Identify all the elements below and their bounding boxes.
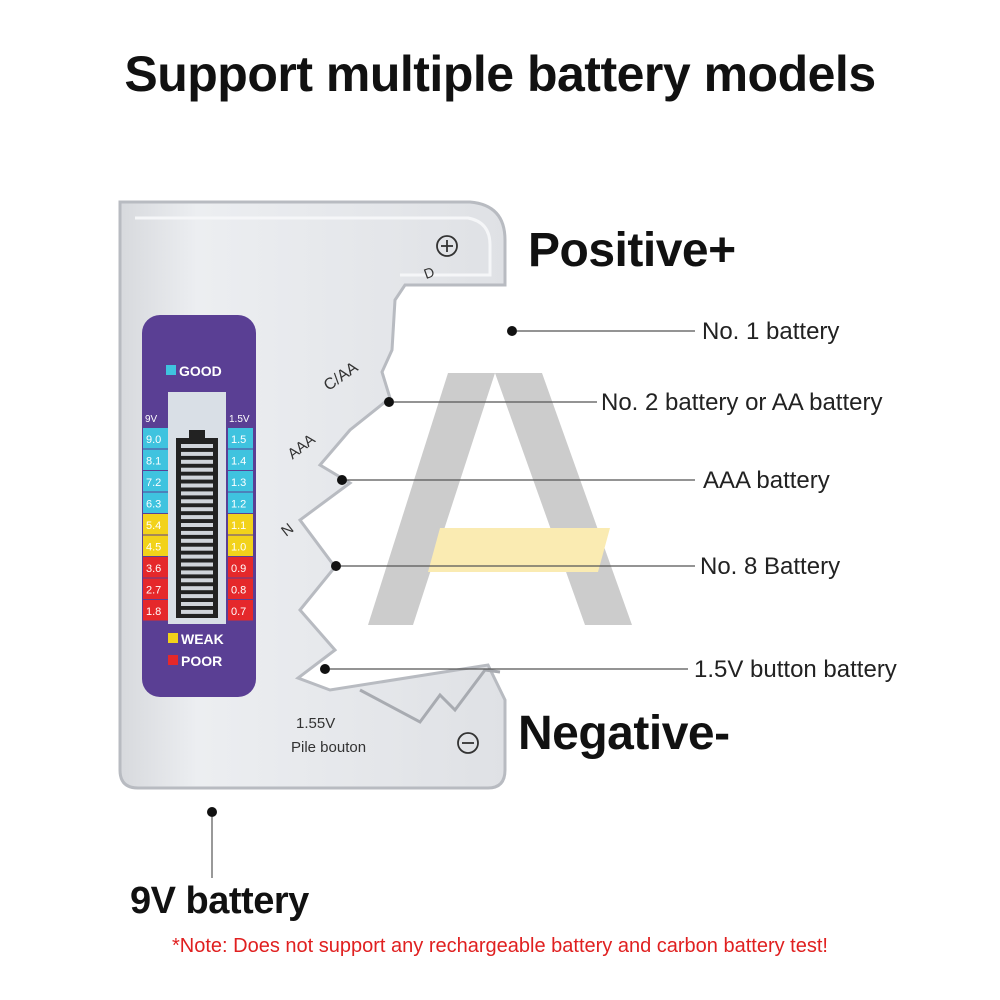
scale-value: 1.0 bbox=[231, 542, 246, 554]
callout-button-text: 1.5V button battery bbox=[694, 656, 897, 683]
scale-value: 2.7 bbox=[146, 585, 161, 597]
weak-label: WEAK bbox=[181, 631, 224, 647]
meter-bar-segment bbox=[181, 444, 213, 448]
scale-cell bbox=[143, 557, 168, 578]
meter-bar-segment bbox=[181, 570, 213, 575]
meter-bar-segment bbox=[181, 451, 213, 456]
scale-value: 1.8 bbox=[146, 606, 161, 618]
weak-swatch bbox=[168, 633, 178, 643]
scale-cell bbox=[228, 471, 253, 492]
meter-bar-segment bbox=[181, 578, 213, 583]
scale-value: 1.3 bbox=[231, 477, 246, 489]
scale-value: 3.6 bbox=[146, 563, 161, 575]
scale-cell bbox=[143, 535, 168, 556]
meter-bar-segment bbox=[181, 467, 213, 472]
poor-label: POOR bbox=[181, 653, 222, 669]
scale-value: 7.2 bbox=[146, 477, 161, 489]
button-label: Pile bouton bbox=[291, 739, 366, 756]
poor-swatch bbox=[168, 655, 178, 665]
scale-1-5v-header: 1.5V bbox=[229, 414, 250, 425]
meter-bar-segment bbox=[181, 546, 213, 551]
meter-bar-segment bbox=[181, 586, 213, 591]
callout-no8 bbox=[331, 561, 695, 571]
callout-no2 bbox=[384, 397, 597, 407]
meter-bar-segment bbox=[181, 507, 213, 512]
scale-value: 9.0 bbox=[146, 434, 161, 446]
meter-bar-segment bbox=[181, 523, 213, 527]
scale-9v-header: 9V bbox=[145, 414, 158, 425]
meter-bar-segment bbox=[181, 602, 213, 606]
scale-cell bbox=[228, 514, 253, 535]
meter-bar-segment bbox=[181, 562, 213, 567]
meter-bar-segment bbox=[181, 530, 213, 535]
scale-value: 1.1 bbox=[231, 520, 246, 532]
callout-no1-text: No. 1 battery bbox=[702, 318, 840, 345]
scale-value: 4.5 bbox=[146, 542, 161, 554]
scale-value: 0.7 bbox=[231, 606, 246, 618]
meter-bar-segment bbox=[181, 538, 213, 543]
minus-circle-icon bbox=[457, 732, 479, 754]
scale-cell bbox=[143, 492, 168, 513]
callout-no1 bbox=[507, 326, 695, 336]
scale-cell bbox=[143, 428, 168, 449]
callout-no2-text: No. 2 battery or AA battery bbox=[601, 389, 883, 416]
scale-value: 5.4 bbox=[146, 520, 161, 532]
scale-value: 1.5 bbox=[231, 434, 246, 446]
scale-cell bbox=[143, 449, 168, 470]
scale-value: 1.4 bbox=[231, 456, 246, 468]
page-title: Support multiple battery models bbox=[124, 46, 876, 102]
callout-aaa bbox=[337, 475, 695, 485]
callout-aaa-text: AAA battery bbox=[703, 467, 830, 494]
scale-value: 8.1 bbox=[146, 456, 161, 468]
meter-bar-segment bbox=[181, 499, 213, 504]
callout-no8-text: No. 8 Battery bbox=[700, 553, 841, 580]
scale-value: 1.2 bbox=[231, 499, 246, 511]
scale-9v: 9.0 8.1 7.2 6.3 5.4 4.5 3.6 2.7 1.8 bbox=[143, 428, 168, 621]
meter-bar-segment bbox=[181, 483, 213, 488]
scale-cell bbox=[143, 578, 168, 599]
scale-cell bbox=[228, 557, 253, 578]
negative-label: Negative- bbox=[518, 707, 730, 760]
scale-cell bbox=[228, 578, 253, 599]
scale-cell bbox=[143, 600, 168, 621]
good-label: GOOD bbox=[179, 363, 222, 379]
spring-contact bbox=[359, 668, 501, 724]
meter-bar-segment bbox=[181, 491, 213, 496]
positive-label: Positive+ bbox=[528, 224, 736, 277]
meter-bar-segment bbox=[181, 609, 213, 614]
warning-note: *Note: Does not support any rechargeable… bbox=[172, 935, 828, 957]
meter-bars bbox=[181, 444, 213, 614]
scale-cell bbox=[143, 471, 168, 492]
scale-cell bbox=[228, 535, 253, 556]
plus-circle-icon bbox=[436, 235, 458, 257]
scale-cell bbox=[228, 449, 253, 470]
meter-bar-segment bbox=[181, 475, 213, 480]
meter-bar-segment bbox=[181, 515, 213, 520]
button-voltage: 1.55V bbox=[296, 715, 335, 732]
scale-cell bbox=[228, 600, 253, 621]
scale-value: 0.9 bbox=[231, 563, 246, 575]
scale-value: 0.8 bbox=[231, 585, 246, 597]
meter-bar-segment bbox=[181, 594, 213, 599]
meter-bar-segment bbox=[181, 459, 213, 464]
callout-button bbox=[320, 664, 688, 674]
scale-cell bbox=[228, 428, 253, 449]
scale-cell bbox=[228, 492, 253, 513]
scale-value: 6.3 bbox=[146, 499, 161, 511]
watermark-logo bbox=[368, 373, 632, 625]
scale-cell bbox=[143, 514, 168, 535]
callout-9v bbox=[207, 807, 217, 878]
scale-1-5v: 1.5 1.4 1.3 1.2 1.1 1.0 0.9 0.8 0.7 bbox=[228, 428, 253, 621]
meter-bar-segment bbox=[181, 554, 213, 559]
nine-volt-label: 9V battery bbox=[130, 880, 309, 922]
good-swatch bbox=[166, 365, 176, 375]
